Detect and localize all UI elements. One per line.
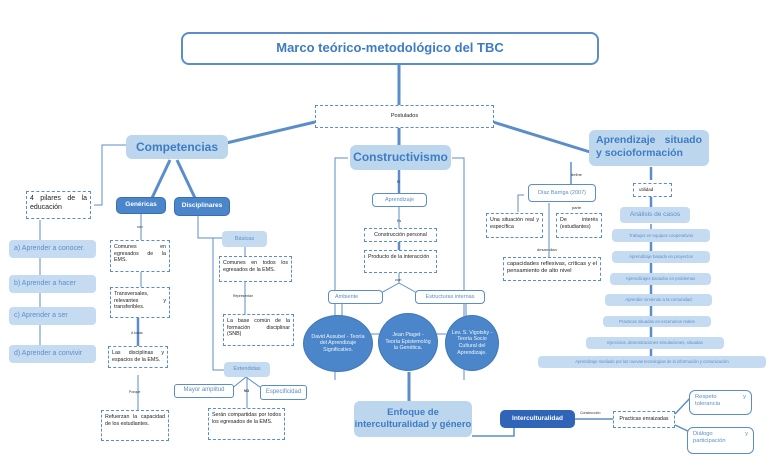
diaz-barriga-node: Díaz Barriga (2007): [528, 184, 596, 202]
connector-label-son: son: [137, 225, 143, 229]
connector-label-construccion: Construcción: [580, 411, 601, 415]
respeto-tolerancia-node: Respeto y tolerancia: [689, 390, 752, 415]
base-comun: La base común de la formación disciplina…: [223, 314, 294, 346]
connector-label-representan: Representan: [233, 294, 254, 298]
pilar-item: c) Aprender a ser: [9, 307, 96, 325]
estrategia-item: Análisis de casos: [620, 207, 690, 223]
estructuras-internas-node: Estructuras internas: [415, 290, 485, 304]
teoria-ausubel: David Ausubel - Teoría del Aprendizaje S…: [303, 315, 373, 372]
estrategia-item: Aprendizajes basados en problemas: [610, 273, 711, 285]
teoria-vigotsky: Lev. S. Vigotsky - Teoría Socio Cultural…: [445, 315, 499, 371]
extendidas-node: Extendidas: [224, 362, 270, 377]
situacion-real: Una situación real y específica: [486, 213, 543, 238]
aprendizaje-node: Aprendizaje: [372, 193, 427, 207]
utilidad-node: utilidad: [633, 183, 672, 197]
connector-label-es: Es: [397, 219, 402, 223]
connector-label-con: con: [395, 277, 402, 282]
genericas-refuerzan: Refuerzan la capacidad de los estudiante…: [101, 410, 169, 441]
constructivismo-node: Constructivismo: [350, 145, 451, 170]
estrategia-item: Trabajos en equipos cooperativos: [612, 229, 710, 242]
ambiente-node: Ambiente: [328, 290, 383, 304]
connector-label-no: NO: [244, 389, 250, 393]
dialogo-participacion-node: Diálogo y participación: [687, 427, 754, 454]
basicas-node: Básicas: [222, 231, 267, 247]
pilares-node: 4 pilares de la educación: [26, 191, 91, 219]
genericas-comunes: Comunes en egresados de la EMS.: [110, 240, 170, 272]
basicas-comunes: Comunes en todos los egresados de la EMS…: [219, 256, 292, 282]
estrategia-item: Aprendizaje mediado por las nuevas tecno…: [538, 356, 766, 368]
connector-label-porque: Porque: [129, 390, 141, 394]
pilar-item: d) Aprender a convivir: [9, 345, 96, 363]
mayor-amplitud-node: Mayor amplitud: [174, 384, 234, 398]
estrategia-item: Aprender sirviendo a la comunidad: [605, 294, 712, 306]
producto-interaccion: Producto de la interacción: [364, 250, 437, 273]
genericas-transversales: Transversales, relevantes y transferible…: [110, 287, 170, 318]
postulados-node: Postulados: [315, 105, 494, 128]
main-title: Marco teórico-metodológico del TBC: [181, 32, 599, 65]
interculturalidad-node: Interculturalidad: [500, 410, 575, 428]
disciplinares-node: Disciplinares: [174, 197, 230, 216]
construccion-personal: Construcción personal: [364, 228, 437, 242]
aprendizaje-situado-node: Aprendizaje situado y socioformación: [589, 130, 709, 166]
pilar-item: a) Aprender a conocer.: [9, 240, 96, 258]
seran-compartidas: Serán compartidas por todos los egresado…: [208, 408, 285, 440]
genericas-node: Genéricas: [116, 197, 166, 214]
competencias-node: Competencias: [126, 135, 228, 159]
enfoque-node: Enfoque de interculturalidad y género: [354, 401, 472, 437]
connector-label-desarrollan: desarrollan: [537, 247, 557, 252]
connector-label-el: El: [397, 180, 401, 184]
genericas-disciplinas: Las disciplinas y espacios de la EMS.: [108, 346, 168, 368]
practicas-enraizadas: Practicas enraizadas: [613, 411, 675, 428]
connector-label-define: define: [571, 172, 582, 177]
estrategia-item: Ejercicios, demostraciones simulaciones,…: [586, 337, 724, 349]
connector-label-todas: A todas: [131, 331, 143, 335]
estrategia-item: Practicas situadas en escenarios reales: [603, 316, 711, 327]
pilar-item: b) Aprender a hacer: [9, 275, 96, 293]
estrategia-item: Aprendizaje basado en proyectos: [612, 251, 710, 263]
teoria-piaget: Jean Piaget - Teoría Epistemológ la Gené…: [378, 313, 438, 371]
especificidad-node: Especificidad: [260, 385, 307, 400]
connector-label-parte: parte: [572, 205, 582, 210]
de-interes: De interés (estudiantes): [556, 213, 602, 238]
capacidades-node: capacidades reflexivas, críticas y el pe…: [503, 257, 601, 281]
